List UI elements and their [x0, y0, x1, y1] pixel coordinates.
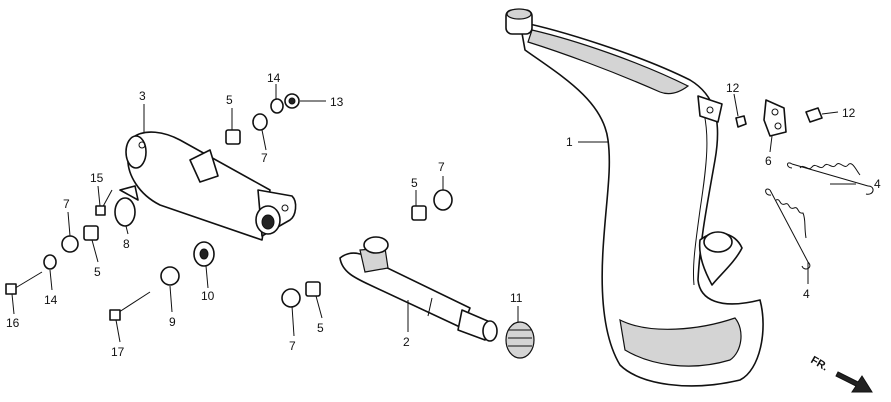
callout-13: 13 [330, 95, 344, 109]
callout-4b: 4 [803, 287, 810, 301]
callout-8: 8 [123, 237, 130, 251]
callout-5b: 5 [411, 176, 418, 190]
callout-7a: 7 [261, 151, 268, 165]
front-direction-indicator: FR. [809, 354, 873, 393]
callout-15: 15 [90, 171, 104, 185]
callout-7c: 7 [289, 339, 296, 353]
part-4-springs [765, 162, 874, 270]
callout-1: 1 [566, 135, 573, 149]
callout-numbers: 1 2 3 4 4 5 5 5 5 6 7 7 7 7 8 9 10 11 12… [6, 71, 881, 359]
callout-5d: 5 [94, 265, 101, 279]
callout-10: 10 [201, 289, 215, 303]
part-1-expansion-chamber [505, 8, 764, 387]
callout-12b: 12 [842, 106, 856, 120]
callout-2: 2 [403, 335, 410, 349]
callout-5a: 5 [226, 93, 233, 107]
callout-12a: 12 [726, 81, 740, 95]
callout-3: 3 [139, 89, 146, 103]
callout-6: 6 [765, 154, 772, 168]
callout-7b: 7 [438, 160, 445, 174]
callout-14a: 14 [267, 71, 281, 85]
part-6-bracket [763, 99, 787, 137]
callout-7d: 7 [63, 197, 70, 211]
callout-5c: 5 [317, 321, 324, 335]
direction-label: FR. [809, 354, 830, 373]
callout-16: 16 [6, 316, 20, 330]
callout-11: 11 [510, 291, 523, 305]
callout-17: 17 [111, 345, 125, 359]
leader-lines [11, 84, 856, 343]
hardware-parts [5, 93, 823, 359]
part-2-connecting-pipe [339, 236, 498, 342]
callout-4a: 4 [874, 177, 881, 191]
callout-9: 9 [169, 315, 176, 329]
callout-14b: 14 [44, 293, 58, 307]
direction-arrow-icon [835, 371, 873, 393]
part-3-silencer [125, 131, 297, 241]
